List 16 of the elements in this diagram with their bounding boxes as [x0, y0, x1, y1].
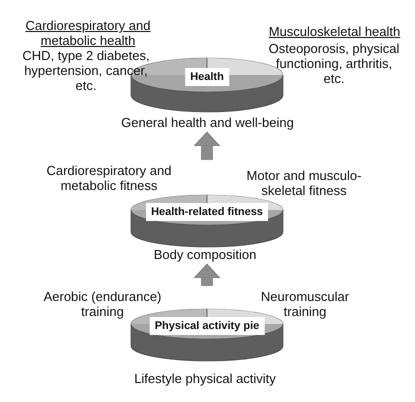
caption-text: CHD, type 2 diabetes, hypertension, cancer, etc.	[21, 48, 151, 93]
caption-text: General health and well-being	[120, 115, 295, 130]
caption-text: Lifestyle physical activity	[133, 371, 277, 386]
block-arrow	[194, 264, 220, 286]
caption-text: Motor and musculo-skeletal fitness	[246, 168, 362, 198]
caption-text: Neuromuscular training	[260, 289, 350, 319]
pie-label: Health-related fitness	[146, 203, 268, 221]
caption-text: Aerobic (endurance) training	[42, 289, 162, 319]
pie-label: Physical activity pie	[150, 317, 264, 335]
pie-label: Health	[185, 68, 229, 86]
block-arrow	[194, 132, 220, 160]
caption-text: Body composition	[152, 247, 258, 262]
heading-text: Cardiorespiratory and metabolic health	[24, 18, 152, 48]
heading-text: Musculoskeletal health	[268, 24, 402, 39]
caption-text: Cardiorespiratory and metabolic fitness	[45, 163, 172, 193]
caption-text: Osteoporosis, physical functioning, arthritis, etc.	[268, 41, 400, 86]
